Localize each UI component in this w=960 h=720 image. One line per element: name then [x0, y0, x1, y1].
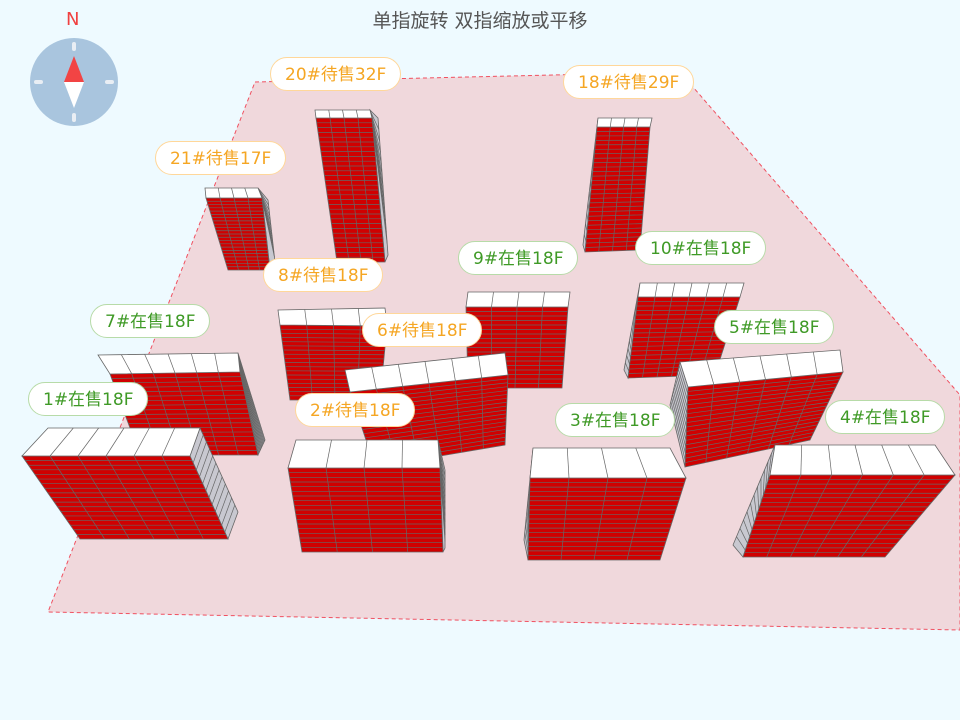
building-label-18[interactable]: 18#待售29F: [563, 65, 695, 99]
building-roof: [637, 282, 745, 298]
building-21[interactable]: [204, 187, 276, 272]
hint-title: 单指旋转 双指缩放或平移: [372, 10, 588, 32]
building-label-4[interactable]: 4#在售18F: [825, 400, 946, 434]
building-1[interactable]: [21, 426, 239, 541]
building-3[interactable]: [523, 447, 687, 561]
building-label-21[interactable]: 21#待售17F: [155, 141, 287, 175]
building-label-10[interactable]: 10#在售18F: [635, 231, 767, 265]
building-10[interactable]: [623, 282, 745, 380]
north-label: N: [66, 9, 80, 30]
building-label-3[interactable]: 3#在售18F: [555, 403, 676, 437]
building-label-1[interactable]: 1#在售18F: [28, 382, 149, 416]
building-roof: [21, 427, 201, 457]
building-2[interactable]: [287, 439, 446, 553]
building-label-6[interactable]: 6#待售18F: [362, 313, 483, 347]
building-5[interactable]: [669, 349, 844, 468]
building-label-2[interactable]: 2#待售18F: [295, 393, 416, 427]
building-label-7[interactable]: 7#在售18F: [90, 304, 211, 338]
building-20[interactable]: [314, 108, 389, 263]
building-roof: [287, 439, 441, 469]
building-4[interactable]: [732, 444, 956, 558]
building-roof: [529, 447, 687, 479]
building-label-9[interactable]: 9#在售18F: [458, 241, 579, 275]
building-roof: [769, 444, 956, 476]
building-label-5[interactable]: 5#在售18F: [714, 310, 835, 344]
building-18[interactable]: [582, 117, 653, 253]
building-label-8[interactable]: 8#待售18F: [263, 258, 384, 292]
compass-icon[interactable]: [30, 38, 118, 126]
building-label-20[interactable]: 20#待售32F: [270, 57, 402, 91]
